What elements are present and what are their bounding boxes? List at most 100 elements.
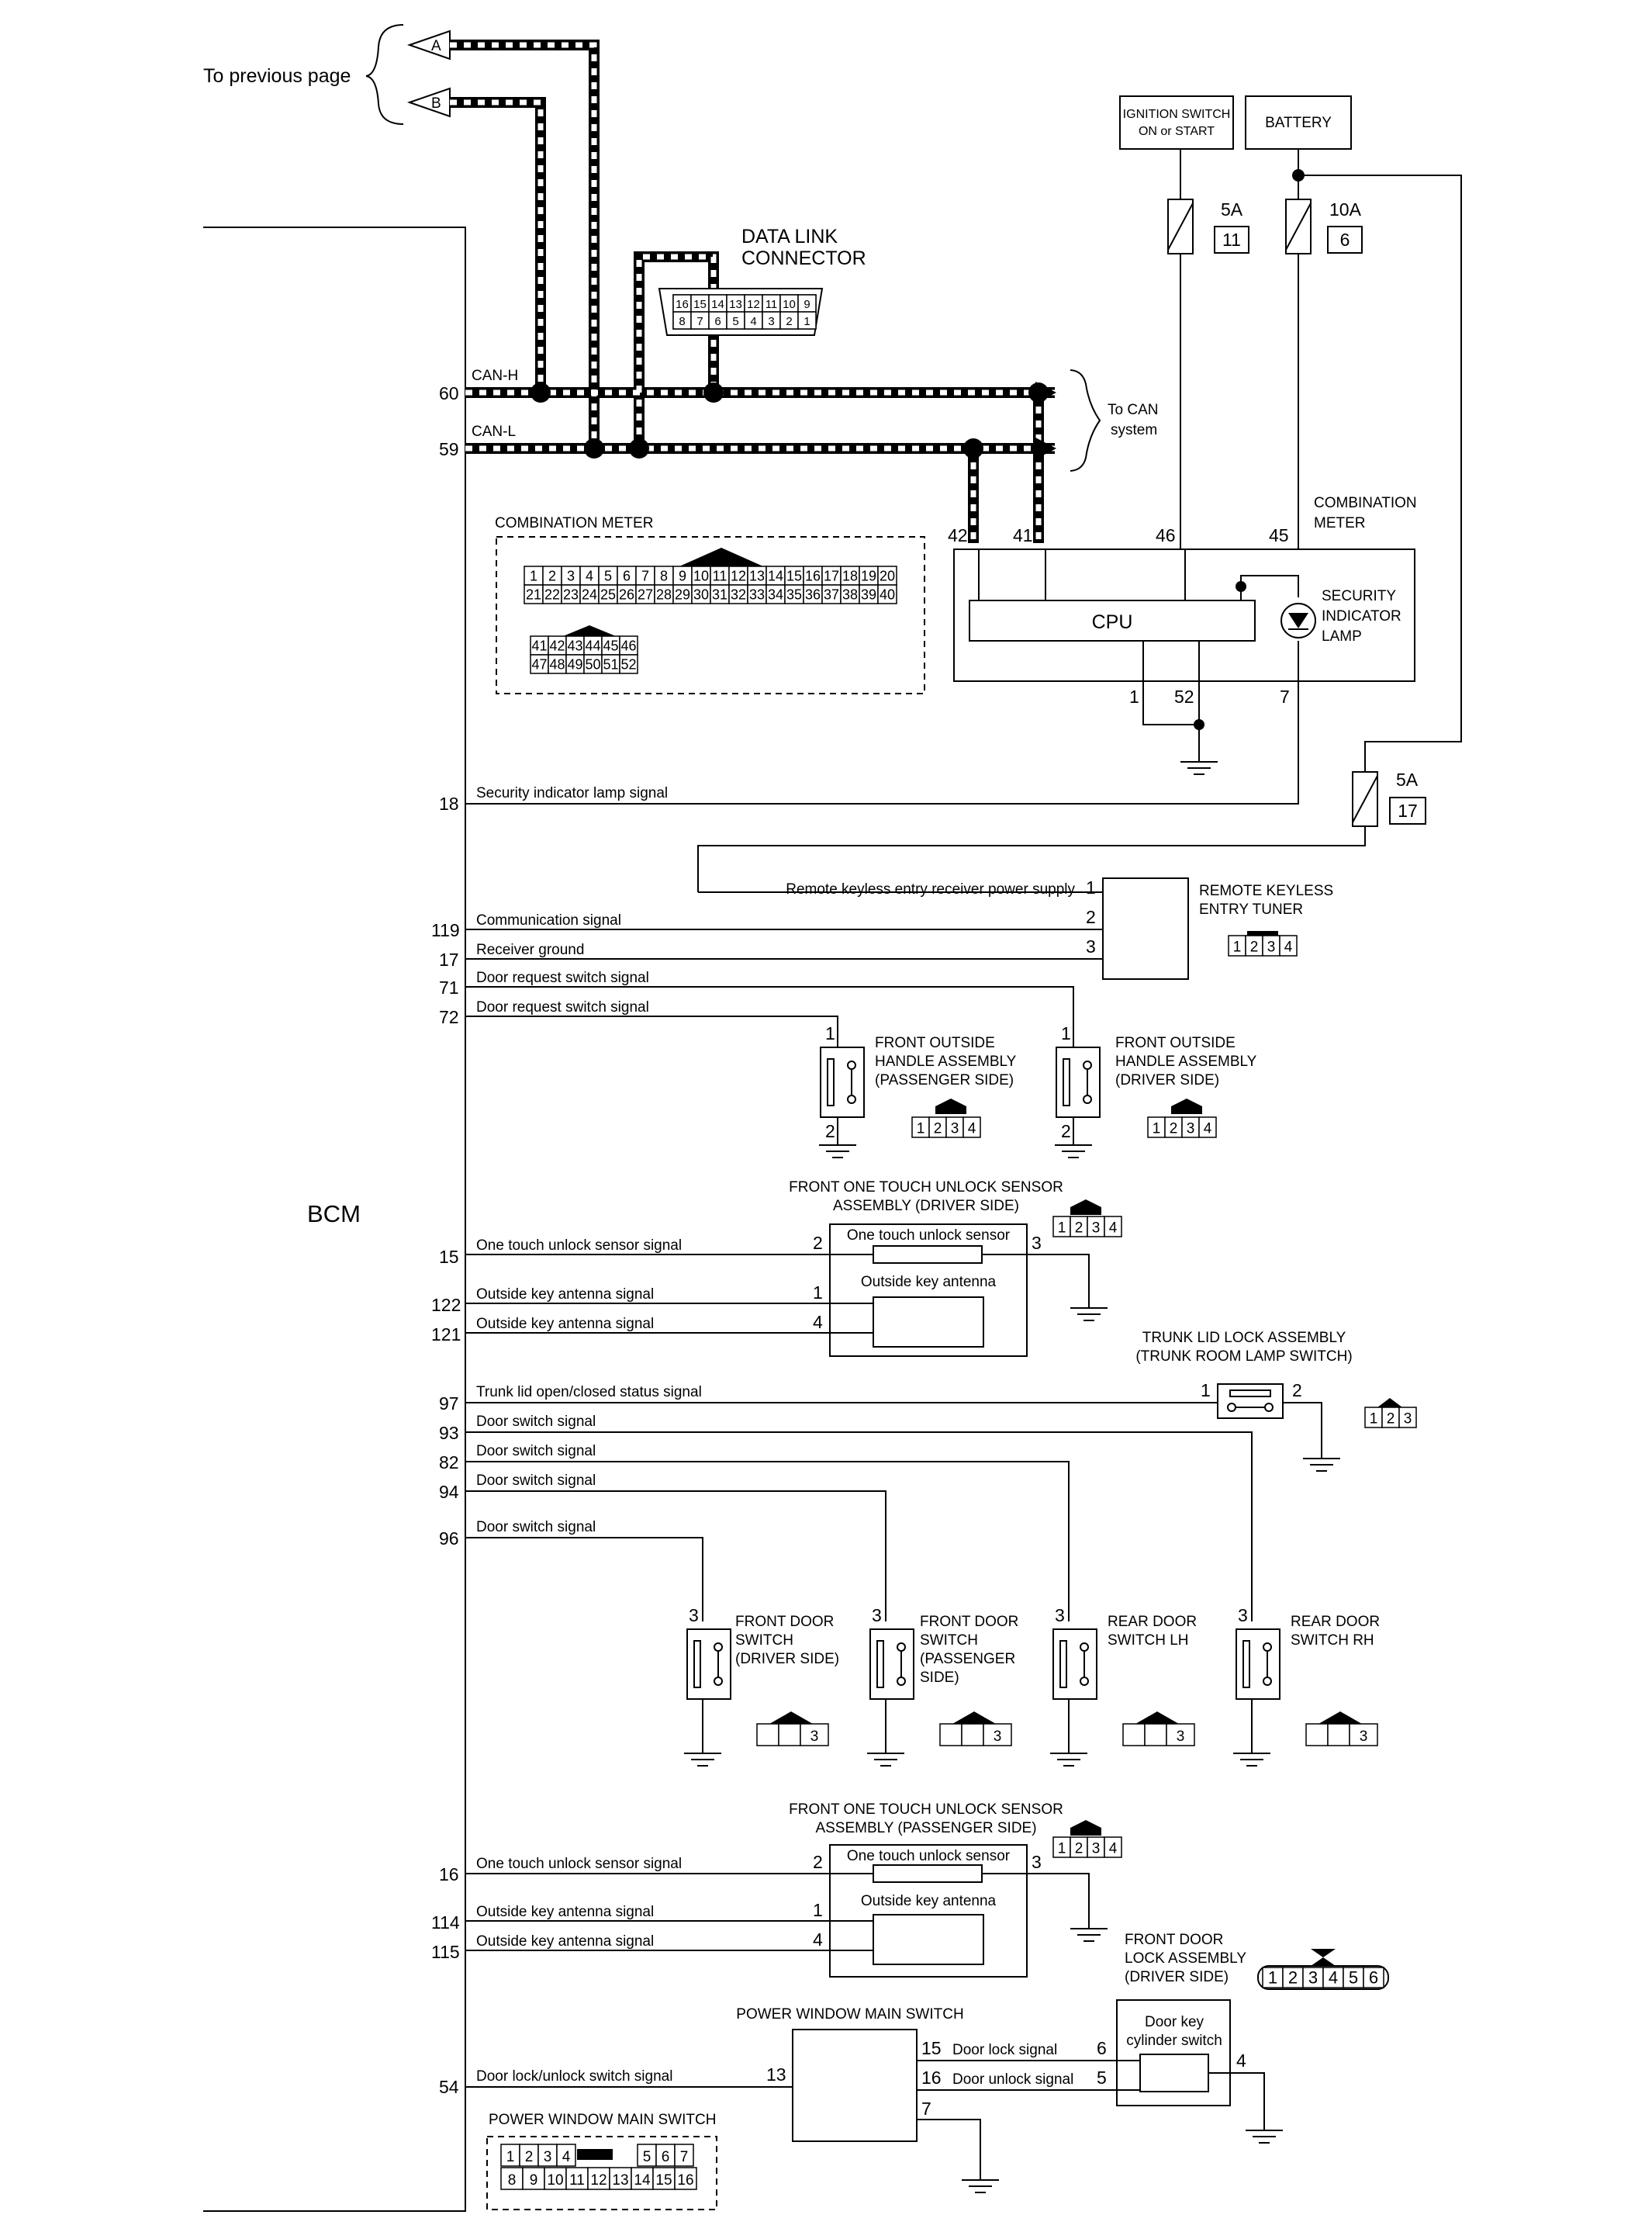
- meter-row1-cell: [691, 566, 711, 586]
- dlc-row1-pin-label: 10: [783, 298, 796, 311]
- meter-row1-pin-label: 6: [623, 569, 631, 584]
- pwms-p15: 15: [921, 2038, 942, 2058]
- pwms-row1b-pin-label: 5: [643, 2149, 651, 2165]
- door-lock-p6: 6: [1097, 2038, 1107, 2058]
- meter-row1-cell: [859, 566, 879, 586]
- lamp-line2: INDICATOR: [1322, 608, 1401, 625]
- pwms-row1b-cell: [655, 2144, 676, 2167]
- handle-pass-pin2: 2: [825, 1121, 835, 1141]
- meter-row2-pin-label: 30: [693, 587, 709, 603]
- pwms-p13: 13: [766, 2064, 786, 2085]
- handle-drv-conn-pin-label: 2: [1170, 1120, 1178, 1137]
- door-conn-key: [769, 1711, 813, 1724]
- meter-pin-41: 41: [1013, 525, 1033, 545]
- rear-rh-line2: SWITCH RH: [1291, 1632, 1374, 1649]
- meter-row1-pin-label: 11: [713, 569, 728, 584]
- meter-row1-pin-label: 20: [880, 569, 895, 584]
- meter-row1-pin-label: 1: [530, 569, 537, 584]
- pwms-row1b-pin-label: 6: [662, 2149, 670, 2165]
- meter-row2-cell: [654, 584, 674, 604]
- meter-row1-pin-label: 18: [842, 569, 858, 584]
- door-lock-conn-pin-label: 5: [1349, 1967, 1358, 1987]
- pwms-row2-pin-label: 11: [569, 2172, 585, 2189]
- bcm-label: BCM: [307, 1200, 361, 1227]
- door-conn-3-cell: [1305, 1723, 1329, 1746]
- rke-conn-pin-label: 3: [1267, 939, 1276, 955]
- meter-row2-pin-label: 32: [731, 587, 746, 603]
- can-h-label: CAN-H: [472, 368, 518, 384]
- handle-drv-conn-pin-label: 4: [1204, 1120, 1212, 1137]
- fd-pass-line4: SIDE): [920, 1670, 959, 1686]
- dlc-row2-pin-label: 1: [804, 315, 810, 328]
- pwms-title: POWER WINDOW MAIN SWITCH: [736, 2006, 963, 2023]
- fd-pass-line2: SWITCH: [920, 1632, 978, 1649]
- pwms-row2-pin-label: 8: [508, 2172, 517, 2189]
- meter-row3-pin-label: 42: [549, 638, 565, 654]
- door-lock-p4: 4: [1236, 2050, 1246, 2071]
- door-lock-title-line1: FRONT DOOR: [1125, 1932, 1223, 1948]
- fuse-10a-number: 6: [1340, 230, 1350, 250]
- pin-72: 72: [439, 1007, 459, 1027]
- rke-pin-2: 2: [1086, 907, 1096, 927]
- meter-row2-cell: [840, 584, 860, 604]
- door-conn-0-cell: [778, 1723, 801, 1746]
- meter-row4-pin-label: 50: [585, 657, 600, 673]
- door-sig-96-label: Door switch signal: [476, 1519, 596, 1535]
- trunk-title-line1: TRUNK LID LOCK ASSEMBLY: [1142, 1330, 1346, 1346]
- pin-16: 16: [439, 1864, 459, 1884]
- meter-row2-pin-label: 28: [656, 587, 672, 603]
- unlock-pass-title-line2: ASSEMBLY (PASSENGER SIDE): [815, 1820, 1036, 1836]
- meter-pin-1: 1: [1129, 687, 1139, 707]
- meter-row1-pin-label: 4: [586, 569, 593, 584]
- unlock-pass-sensor-label: One touch unlock sensor: [847, 1848, 1011, 1864]
- pwms-row1b-pin-label: 7: [680, 2149, 689, 2165]
- meter-row1-pin-label: 13: [749, 569, 765, 584]
- security-signal-label: Security indicator lamp signal: [476, 785, 668, 801]
- dlc-row2-pin-label: 2: [786, 315, 792, 328]
- meter-row2-pin-label: 22: [544, 587, 560, 603]
- pwms-row2-pin-label: 14: [634, 2172, 651, 2189]
- door-sig-82-label: Door switch signal: [476, 1443, 596, 1459]
- door-conn-2-cell: [1144, 1723, 1167, 1746]
- meter-row1-pin-label: 8: [660, 569, 668, 584]
- trunk-title-line2: (TRUNK ROOM LAMP SWITCH): [1135, 1348, 1352, 1365]
- fuse-5a-b-label: 5A: [1396, 770, 1419, 790]
- meter-row2-pin-label: 33: [749, 587, 765, 603]
- unlock-drv-conn-pin-label: 4: [1109, 1220, 1118, 1236]
- rear-rh-pin: 3: [1238, 1605, 1248, 1625]
- unlock-pass-p1: 1: [813, 1900, 823, 1920]
- fuse-5a-label: 5A: [1221, 199, 1243, 220]
- unlock-drv-ant1-label: Outside key antenna signal: [476, 1286, 654, 1303]
- pin-15: 15: [439, 1247, 459, 1267]
- meter-row2-cell: [524, 584, 544, 604]
- pin-114: 114: [431, 1912, 460, 1933]
- ignition-line2: ON or START: [1139, 125, 1215, 138]
- fd-driver-line1: FRONT DOOR: [735, 1614, 834, 1630]
- dlc-row2-pin-label: 7: [696, 315, 703, 328]
- pwms-row2-pin-label: 15: [655, 2172, 672, 2189]
- dlc-row2-pin-label: 5: [732, 315, 738, 328]
- rke-title-line1: REMOTE KEYLESS: [1199, 883, 1333, 899]
- handle-pass-conn-cell: [963, 1116, 981, 1138]
- unlock-pass-conn-cell: [1104, 1836, 1122, 1858]
- door-conn-1-cell: [939, 1723, 963, 1746]
- unlock-drv-conn-pin-label: 1: [1058, 1220, 1066, 1236]
- pin-82: 82: [439, 1452, 459, 1472]
- door-lock-p5: 5: [1097, 2068, 1107, 2088]
- rke-power-label: Remote keyless entry receiver power supp…: [786, 881, 1075, 898]
- door-conn-key: [952, 1711, 996, 1724]
- pwms-conn-key: [577, 2149, 613, 2160]
- to-can-line2: system: [1111, 422, 1157, 438]
- unlock-pass-sig-label: One touch unlock sensor signal: [476, 1856, 682, 1872]
- pwms-row2-pin-label: 9: [530, 2172, 538, 2189]
- unlock-pass-conn-pin-label: 4: [1109, 1840, 1118, 1857]
- fuse-10a-label: 10A: [1329, 199, 1362, 220]
- door-conn-2-cell: [1166, 1723, 1195, 1746]
- meter-pin-42: 42: [948, 525, 968, 545]
- fuse-5a-number-box: [1214, 226, 1249, 254]
- fuse-5a-b-number-box: [1389, 797, 1426, 825]
- dlc-row2-pin-label: 6: [714, 315, 721, 328]
